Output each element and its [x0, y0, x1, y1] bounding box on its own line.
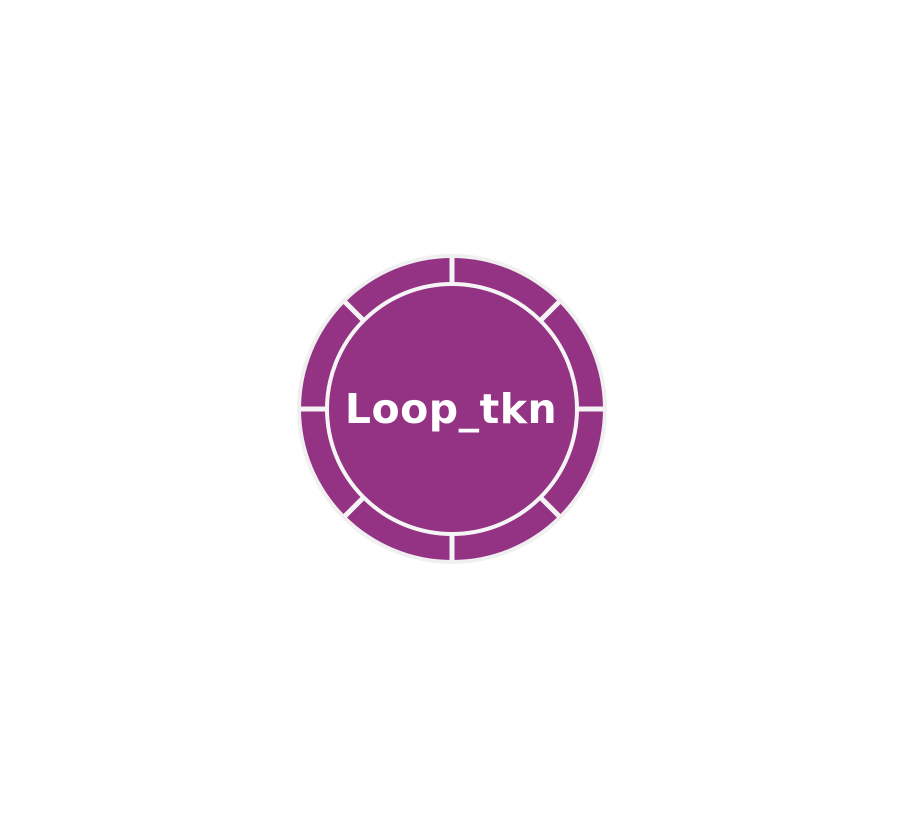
chip-notches [301, 258, 603, 560]
notch-top-right [538, 300, 561, 323]
chip-body [301, 258, 603, 560]
notch-bottom-left [343, 495, 366, 518]
notch-top-left [343, 300, 366, 323]
token-label: Loop_tkn [345, 385, 557, 433]
notch-bottom-right [538, 495, 561, 518]
